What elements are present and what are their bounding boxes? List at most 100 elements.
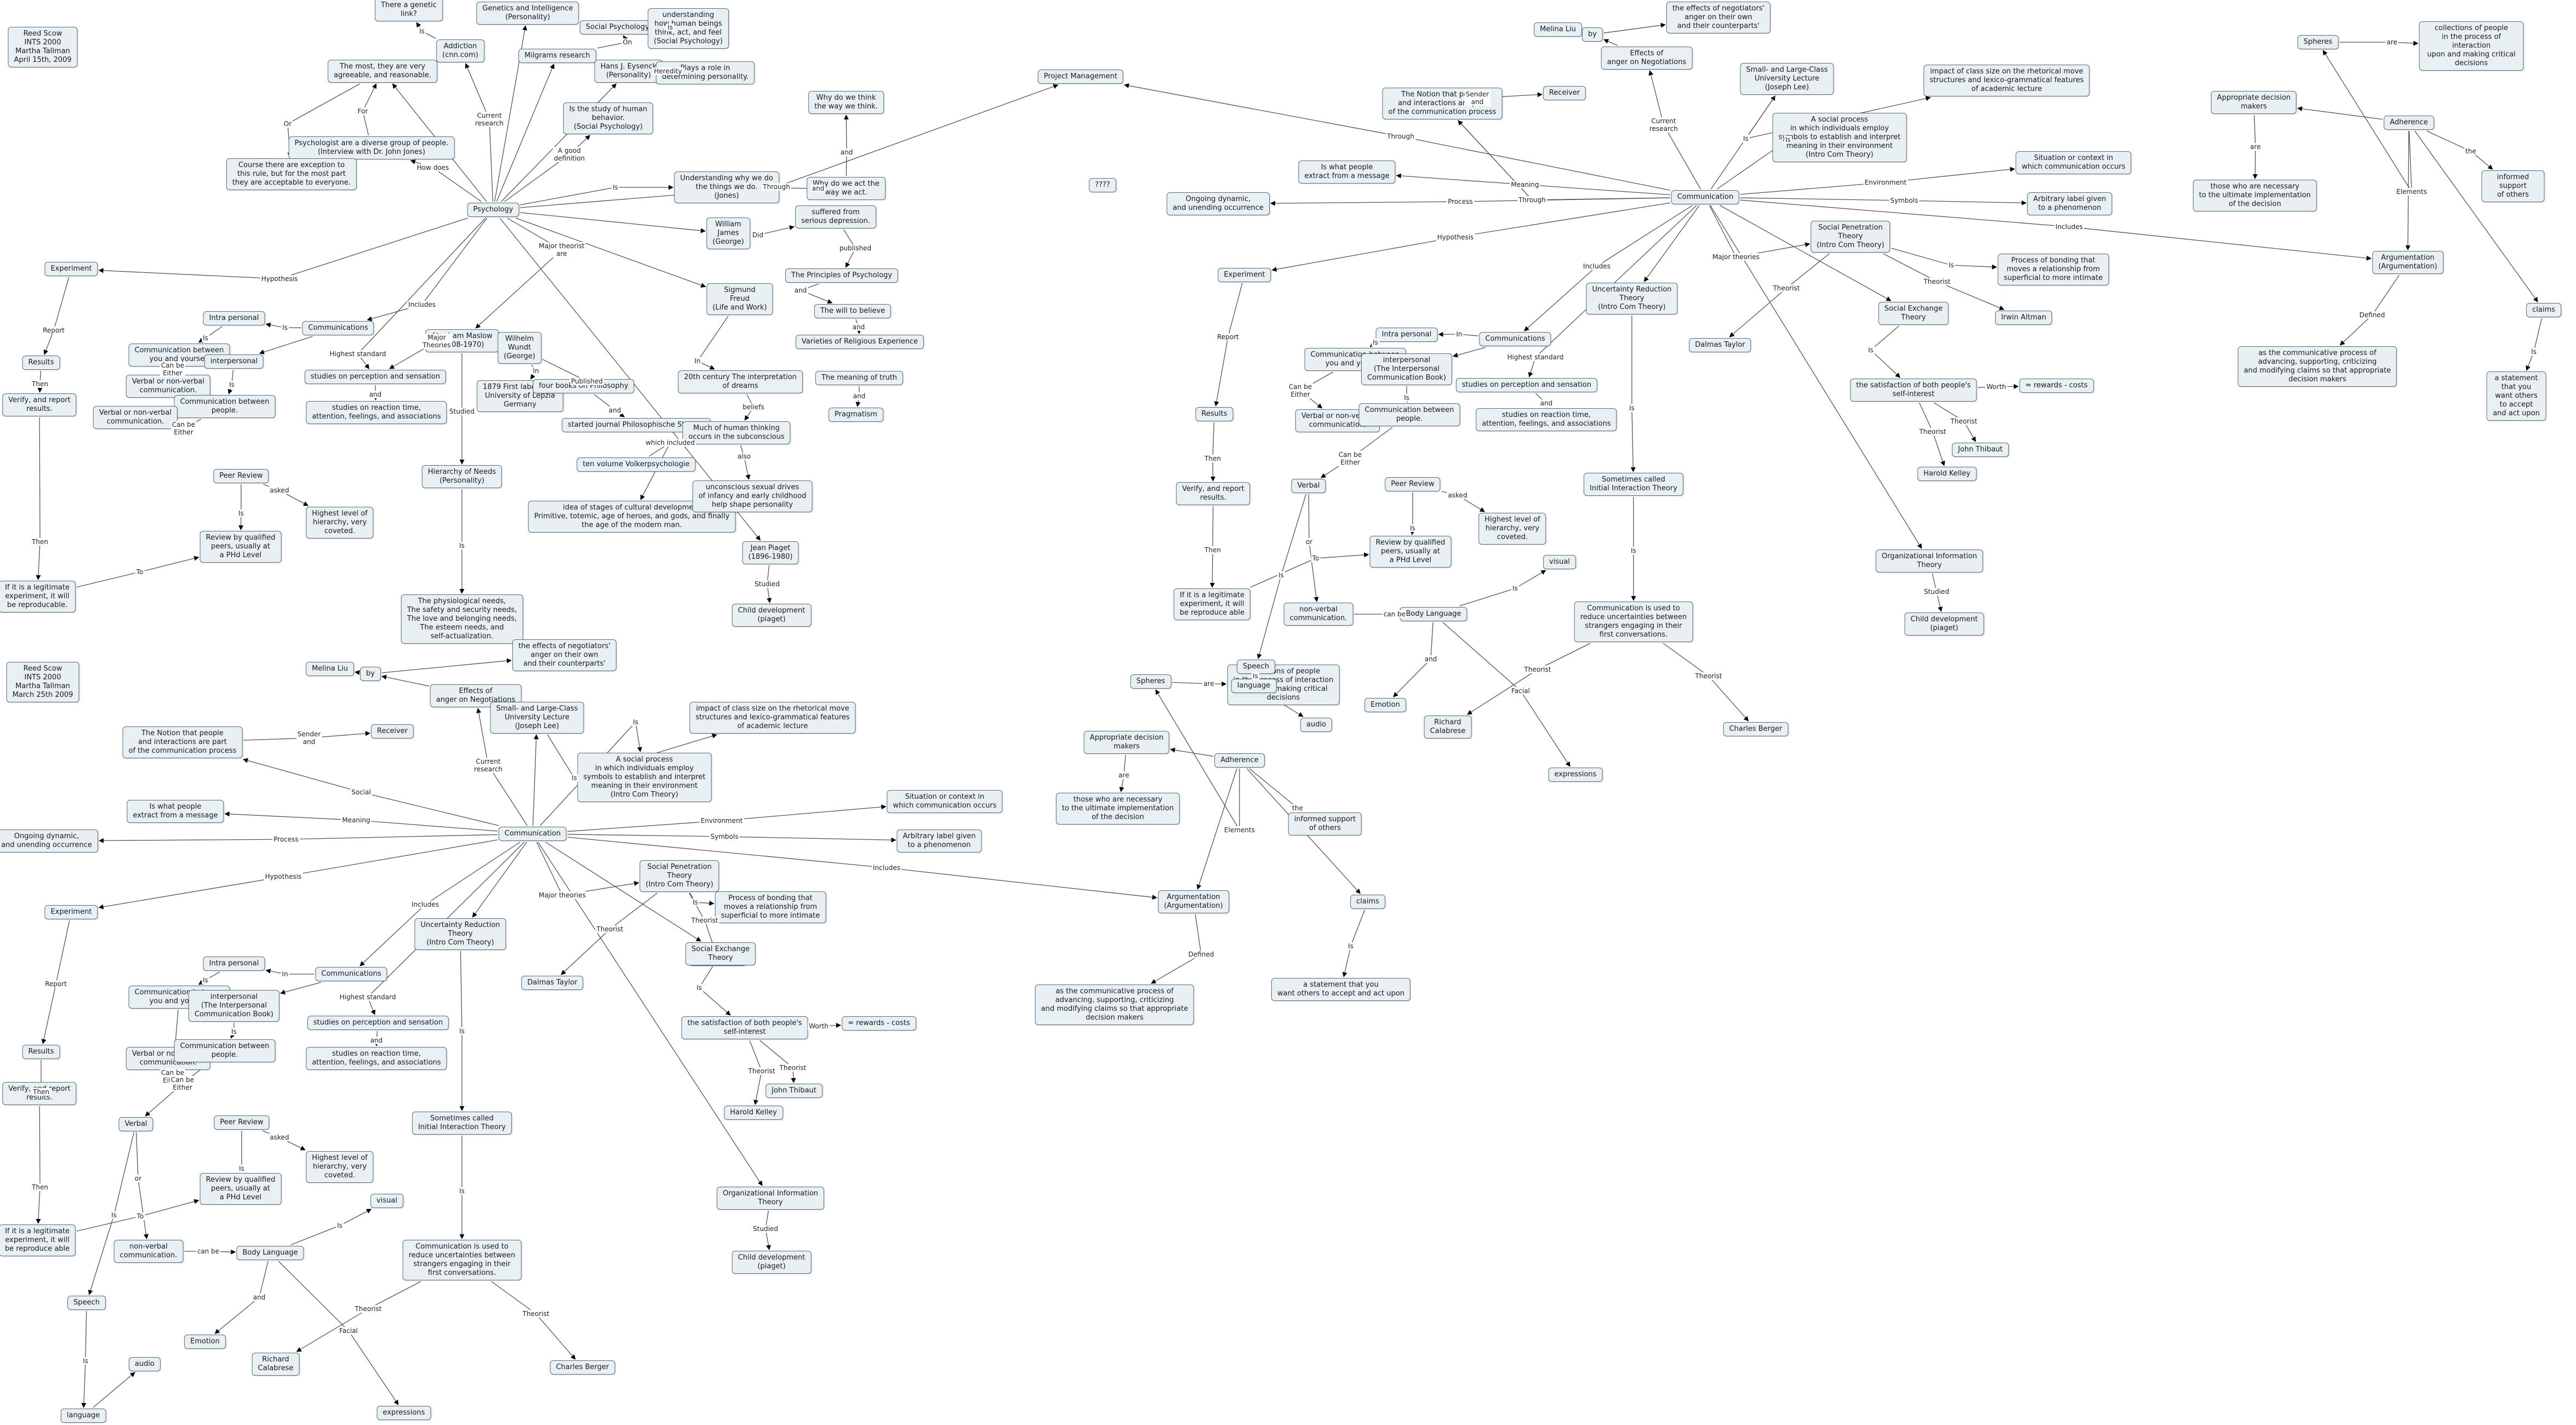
concept-node-c11[interactable]: Is what people extract from a message — [1298, 161, 1396, 184]
concept-node-b44[interactable]: Charles Berger — [550, 1360, 615, 1375]
concept-node-b15[interactable]: Arbitrary label given to a phenomenon — [896, 829, 982, 852]
concept-node-a23[interactable]: Varieties of Religious Experience — [795, 335, 924, 349]
concept-node-a51[interactable]: Much of human thinking occurs in the sub… — [682, 421, 791, 444]
concept-node-c25[interactable]: studies on perception and sensation — [1455, 378, 1598, 392]
concept-node-b2[interactable]: Communication — [498, 827, 567, 841]
concept-node-a36[interactable]: Verbal or non-verbal communication. — [93, 406, 178, 429]
concept-node-a44[interactable]: 1879 First laboratory University of Lepz… — [477, 380, 563, 412]
concept-node-a1[interactable]: Reed Scow INTS 2000 Martha Tallman April… — [8, 27, 78, 67]
concept-node-b58[interactable]: collections of people in the process of … — [1227, 665, 1340, 705]
concept-node-c10[interactable]: A social process in which individuals em… — [1772, 113, 1907, 162]
concept-node-c55[interactable]: Argumentation (Argumentation) — [2372, 251, 2443, 274]
concept-node-a16[interactable]: Why do we think the way we think. — [808, 91, 884, 114]
concept-node-b31[interactable]: Verbal — [118, 1117, 153, 1131]
concept-node-c38[interactable]: expressions — [1548, 768, 1603, 782]
concept-node-b1[interactable]: Reed Scow INTS 2000 Martha Tallman March… — [6, 662, 79, 702]
concept-node-a29[interactable]: If it is a legitimate experiment, it wil… — [0, 581, 76, 613]
concept-node-c15[interactable]: Experiment — [1218, 268, 1271, 282]
concept-node-c20[interactable]: Intra personal — [1375, 328, 1438, 342]
concept-node-c13[interactable]: Ongoing dynamic, and unending occurrence — [1167, 192, 1270, 215]
concept-node-a41[interactable]: studies on reaction time, attention, fee… — [306, 401, 447, 424]
concept-node-c43[interactable]: Charles Berger — [1723, 722, 1789, 736]
concept-node-b62[interactable]: informed support of others — [1288, 812, 1362, 835]
concept-node-c46[interactable]: Dalmas Taylor — [1689, 338, 1751, 352]
concept-node-b57[interactable]: Spheres — [1130, 674, 1172, 689]
concept-node-c41[interactable]: Communication is used to reduce uncertai… — [1574, 602, 1693, 642]
concept-node-c36[interactable]: audio — [1300, 718, 1333, 732]
concept-node-b30[interactable]: Highest level of hierarchy, very coveted… — [306, 1151, 374, 1183]
concept-node-a55[interactable]: Hierarchy of Needs (Personality) — [421, 465, 502, 488]
concept-node-c52[interactable]: John Thibaut — [1952, 443, 2009, 457]
concept-node-a30[interactable]: Communications — [302, 321, 374, 335]
concept-node-b17[interactable]: Results — [22, 1045, 60, 1059]
concept-node-c60[interactable]: Adherence — [2384, 116, 2434, 130]
concept-node-a2[interactable]: Psychology — [467, 203, 519, 217]
concept-node-a38[interactable]: Review by qualified peers, usually at a … — [199, 531, 282, 563]
concept-node-a43[interactable]: Wilhelm Wundt (George) — [498, 332, 541, 364]
concept-node-b4[interactable]: by — [360, 667, 381, 681]
concept-node-b28[interactable]: Peer Review — [214, 1115, 270, 1130]
concept-node-b63[interactable]: claims — [1350, 895, 1385, 909]
concept-node-b49[interactable]: Social Exchange Theory — [685, 942, 756, 965]
concept-node-c45[interactable]: Process of bonding that moves a relation… — [1997, 254, 2109, 285]
concept-node-c63[interactable]: a statement that you want others to acce… — [2486, 371, 2546, 421]
concept-node-b61[interactable]: Adherence — [1214, 753, 1265, 768]
concept-node-c29[interactable]: Highest level of hierarchy, very coveted… — [1478, 513, 1546, 545]
concept-node-a50[interactable]: 20th century The interpretation of dream… — [678, 370, 803, 393]
concept-node-c7[interactable]: impact of class size on the rhetorical m… — [1923, 65, 2090, 96]
concept-node-c1[interactable]: Communication — [1671, 190, 1740, 204]
concept-node-c32[interactable]: Body Language — [1400, 607, 1467, 621]
concept-node-c26[interactable]: studies on reaction time, attention, fee… — [1476, 408, 1617, 431]
concept-node-c61[interactable]: informed support of others — [2481, 170, 2545, 202]
concept-node-b3[interactable]: Melina Liu — [306, 662, 354, 676]
concept-node-a28[interactable]: Verify, and report results. — [2, 393, 77, 416]
concept-node-c64[interactable]: as the communicative process of advancin… — [2237, 346, 2397, 387]
concept-node-c4[interactable]: the effects of negotiators' anger on the… — [1666, 2, 1771, 33]
concept-node-c50[interactable]: = rewards - costs — [2019, 379, 2094, 393]
concept-node-a39[interactable]: Highest level of hierarchy, very coveted… — [306, 507, 374, 539]
concept-node-b34[interactable]: visual — [370, 1194, 403, 1208]
concept-node-a11[interactable]: understanding how human beings think, ac… — [648, 8, 729, 49]
concept-node-b20[interactable]: Communications — [315, 967, 387, 981]
concept-node-b16[interactable]: Experiment — [44, 905, 98, 919]
concept-node-a25[interactable]: Pragmatism — [829, 408, 883, 422]
concept-node-c51[interactable]: Harold Kelley — [1917, 467, 1977, 481]
concept-node-b39[interactable]: expressions — [376, 1406, 431, 1420]
concept-node-a14[interactable]: Is the study of human behavior. (Social … — [563, 102, 654, 134]
concept-node-c47[interactable]: Irwin Altman — [1995, 311, 2053, 325]
concept-node-a22[interactable]: The will to believe — [814, 304, 892, 318]
concept-node-a52[interactable]: unconscious sexual drives of infancy and… — [692, 480, 813, 512]
concept-node-b10[interactable]: Receiver — [370, 724, 414, 739]
concept-node-a37[interactable]: Peer Review — [213, 469, 269, 483]
concept-node-c62[interactable]: claims — [2526, 303, 2561, 317]
concept-node-c56[interactable]: Spheres — [2297, 35, 2339, 49]
concept-node-a34[interactable]: Verbal or non-verbal communication. — [125, 375, 211, 398]
concept-node-a7[interactable]: Addiction (cnn.com) — [436, 39, 484, 62]
concept-node-b25[interactable]: Communication between people. — [174, 1039, 276, 1062]
concept-node-b56[interactable]: Argumentation (Argumentation) — [1158, 890, 1229, 913]
concept-node-b8[interactable]: impact of class size on the rhetorical m… — [689, 702, 856, 734]
concept-node-b21[interactable]: Intra personal — [203, 957, 265, 971]
concept-node-b9[interactable]: The Notion that people and interactions … — [122, 726, 243, 758]
concept-node-c44[interactable]: Social Penetration Theory (Intro Com The… — [1810, 221, 1890, 253]
concept-node-b23[interactable]: interpersonal (The Interpersonal Communi… — [188, 990, 280, 1022]
concept-node-a45[interactable]: Sigmund Freud (Life and Work) — [706, 283, 773, 315]
concept-node-c49[interactable]: the satisfaction of both people's self-i… — [1850, 379, 1977, 402]
concept-node-b45[interactable]: Social Penetration Theory (Intro Com The… — [639, 860, 719, 892]
concept-node-b52[interactable]: Harold Kelley — [724, 1106, 783, 1120]
concept-node-c24[interactable]: Communication between people. — [1358, 403, 1460, 426]
concept-node-b11[interactable]: A social process in which individuals em… — [577, 753, 712, 802]
concept-node-b14[interactable]: Ongoing dynamic, and unending occurrence — [0, 829, 98, 852]
concept-node-b12[interactable]: Is what people extract from a message — [127, 800, 224, 823]
concept-node-c40[interactable]: Sometimes called Initial Interaction The… — [1584, 473, 1683, 496]
concept-node-b51[interactable]: = rewards - costs — [842, 1016, 916, 1031]
concept-node-c53[interactable]: Organizational Information Theory — [1875, 550, 1984, 573]
concept-node-b47[interactable]: Dalmas Taylor — [521, 976, 584, 990]
concept-node-b13[interactable]: Situation or context in which communicat… — [887, 790, 1003, 813]
concept-node-b6[interactable]: Effects of anger on Negotiations — [430, 684, 522, 707]
concept-node-b37[interactable]: audio — [128, 1357, 161, 1371]
concept-node-a33[interactable]: interpersonal — [204, 354, 264, 369]
concept-node-c3[interactable]: by — [1582, 27, 1603, 42]
concept-node-c28[interactable]: Review by qualified peers, usually at a … — [1369, 536, 1452, 568]
concept-node-a17[interactable]: Understanding why we do the things we do… — [674, 171, 779, 203]
